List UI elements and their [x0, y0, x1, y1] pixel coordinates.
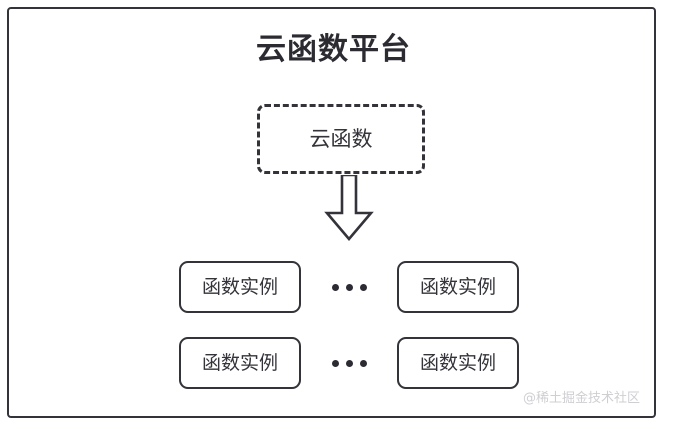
cloud-function-node-label: 云函数 [309, 127, 373, 151]
watermark: @稀土掘金技术社区 [522, 391, 640, 406]
function-instance-row: 函数实例 函数实例 [179, 261, 519, 313]
ellipsis-dot [331, 283, 339, 291]
ellipsis-dot [345, 283, 353, 291]
function-instance-label: 函数实例 [201, 276, 278, 298]
function-instance-label: 函数实例 [419, 276, 496, 298]
ellipsis-icon [319, 359, 379, 367]
function-instance-box: 函数实例 [397, 337, 519, 389]
function-instance-box: 函数实例 [179, 261, 301, 313]
function-instance-label: 函数实例 [419, 352, 496, 374]
page-title: 云函数平台 [256, 32, 411, 67]
ellipsis-dot [359, 283, 367, 291]
down-block-arrow-icon [322, 173, 376, 242]
function-instance-box: 函数实例 [397, 261, 519, 313]
cloud-function-node: 云函数 [257, 104, 425, 174]
function-instance-box: 函数实例 [179, 337, 301, 389]
ellipsis-dot [359, 359, 367, 367]
ellipsis-dot [345, 359, 353, 367]
ellipsis-dot [331, 359, 339, 367]
ellipsis-icon [319, 283, 379, 291]
cloud-function-platform-container: 云函数平台 云函数 函数实例 函数实例 函数实例 [7, 7, 656, 418]
function-instance-label: 函数实例 [201, 352, 278, 374]
function-instance-row: 函数实例 函数实例 [179, 337, 519, 389]
